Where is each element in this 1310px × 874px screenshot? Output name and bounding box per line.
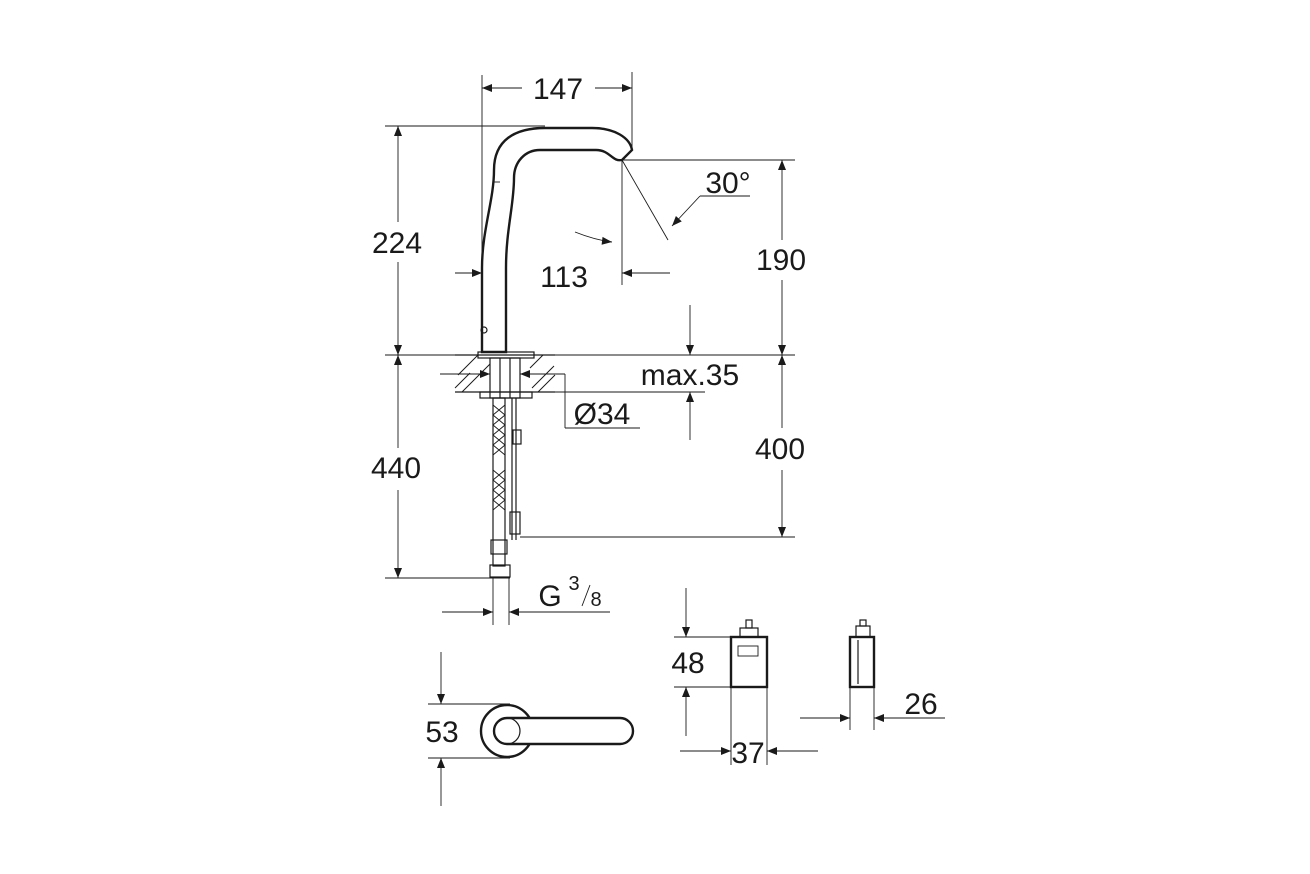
control-box-side	[800, 619, 945, 730]
hose	[489, 397, 511, 578]
faucet-body	[480, 126, 634, 354]
dimension-lines	[385, 72, 795, 625]
dim-440: 440	[371, 452, 421, 485]
dimension-labels: 147 224 113 30° 190 max.35 Ø34 440 400 G…	[371, 73, 938, 770]
faucet-top-view	[428, 652, 635, 806]
sensor-dot	[480, 326, 488, 334]
dim-190: 190	[756, 244, 806, 277]
dim-53: 53	[425, 716, 458, 749]
dim-48: 48	[671, 647, 704, 680]
dim-400: 400	[755, 433, 805, 466]
deck-section	[454, 354, 556, 393]
dim-30-degree: 30°	[705, 167, 750, 200]
dim-37: 37	[731, 737, 764, 770]
dim-113: 113	[540, 261, 588, 294]
sensor-cable	[509, 398, 522, 540]
dim-thread-g: G	[538, 580, 561, 613]
dim-thread-denominator: 8	[590, 589, 601, 611]
dim-147: 147	[533, 73, 583, 106]
fixing-nut	[479, 391, 533, 399]
dim-max35: max.35	[641, 359, 739, 392]
dim-thread-numerator: 3	[568, 573, 579, 595]
fraction-slash	[581, 584, 591, 607]
dim-224: 224	[372, 227, 422, 260]
control-box-front	[674, 588, 818, 765]
dim-26: 26	[904, 688, 937, 721]
dim-diameter-34: Ø34	[574, 398, 631, 431]
